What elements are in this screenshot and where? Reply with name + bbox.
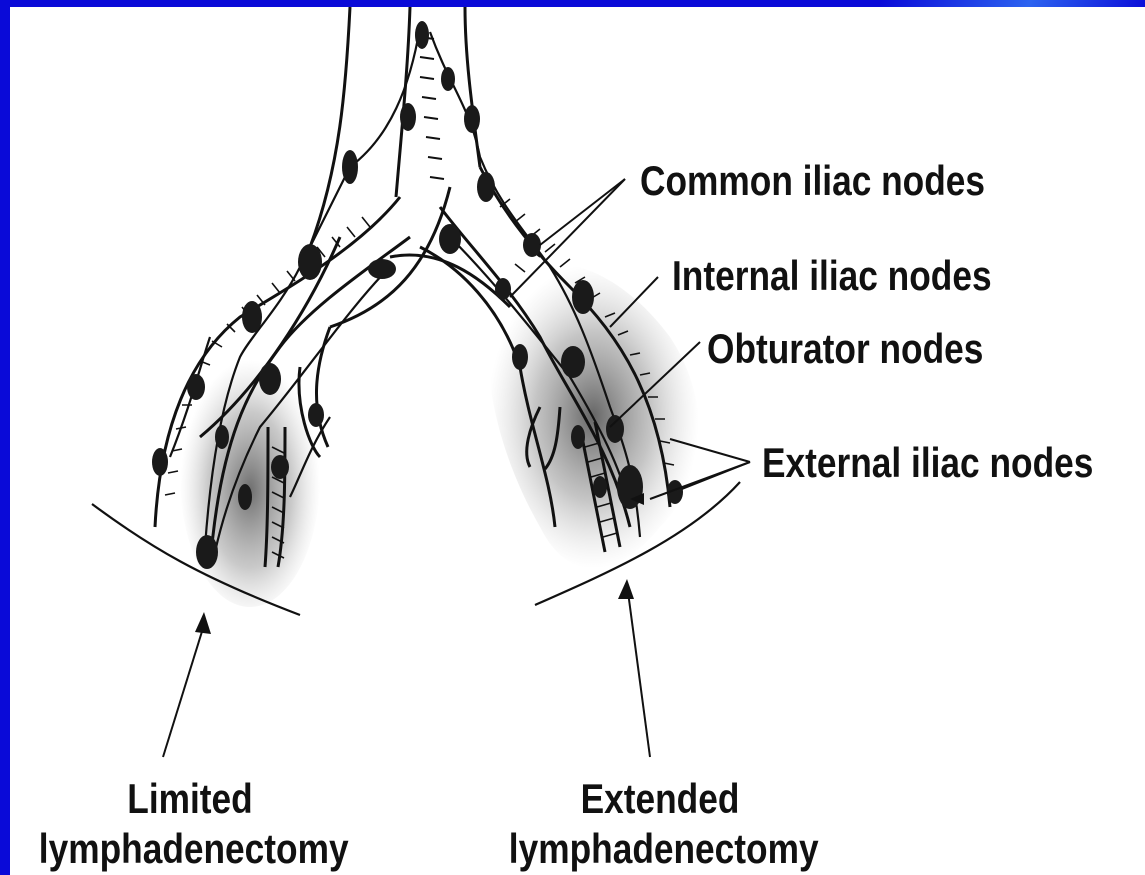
label-extended-line2: lymphadenectomy	[509, 825, 811, 873]
slide-canvas: Common iliac nodes Internal iliac nodes …	[10, 7, 1145, 875]
label-common-iliac-nodes: Common iliac nodes	[640, 157, 985, 205]
label-external-iliac-nodes: External iliac nodes	[762, 439, 1093, 487]
aorta	[310, 7, 480, 247]
label-limited-line1: Limited	[64, 775, 316, 823]
label-extended-line1: Extended	[534, 775, 786, 823]
label-internal-iliac-nodes: Internal iliac nodes	[672, 252, 992, 300]
label-obturator-nodes: Obturator nodes	[707, 325, 983, 373]
label-limited-line2: lymphadenectomy	[39, 825, 341, 873]
